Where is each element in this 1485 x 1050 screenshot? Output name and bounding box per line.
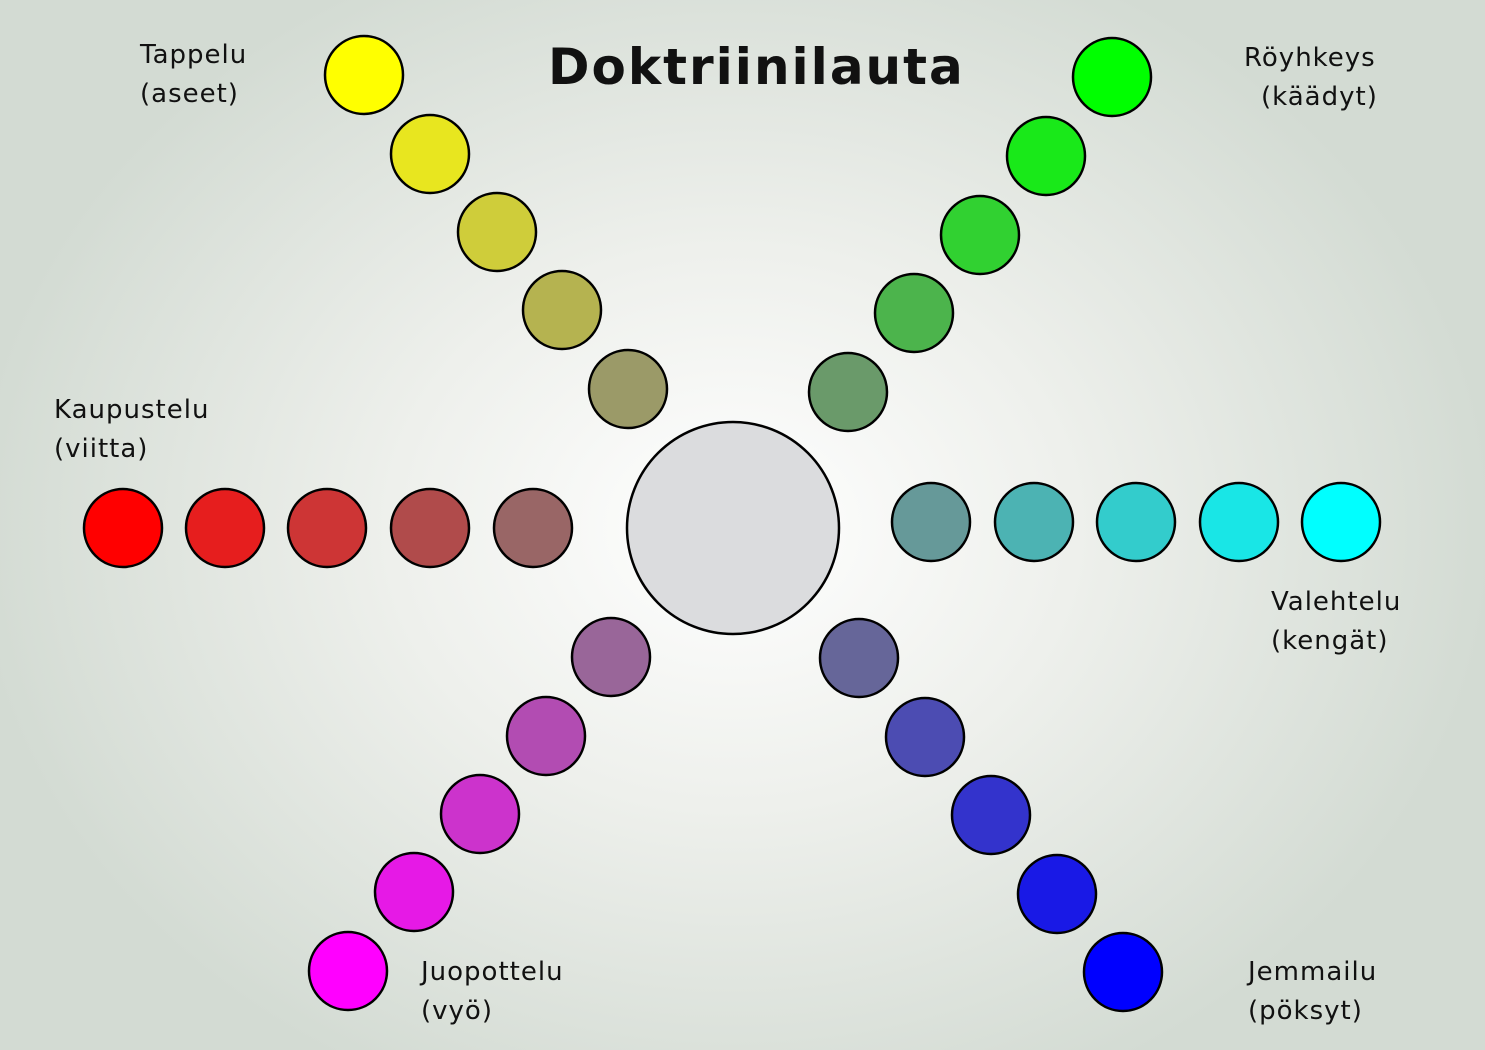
circle-tappelu-3[interactable]: [456, 191, 538, 273]
label-royhkeys-item: (käädyt): [1261, 82, 1378, 112]
circle-kaupustelu-1[interactable]: [492, 487, 574, 569]
circle-juopottelu-5[interactable]: [307, 930, 389, 1012]
label-tappelu-name: Tappelu: [140, 40, 248, 70]
label-juopottelu: Juopottelu (vyö): [421, 953, 564, 1031]
circle-jemmailu-3[interactable]: [950, 774, 1032, 856]
circle-valehtelu-3[interactable]: [1095, 481, 1177, 563]
circle-royhkeys-1[interactable]: [807, 351, 889, 433]
circle-juopottelu-4[interactable]: [373, 851, 455, 933]
circle-valehtelu-1[interactable]: [890, 481, 972, 563]
circle-juopottelu-2[interactable]: [505, 695, 587, 777]
circle-tappelu-2[interactable]: [521, 269, 603, 351]
center-circle[interactable]: [625, 420, 841, 636]
circle-juopottelu-3[interactable]: [439, 773, 521, 855]
board-title: Doktriinilauta: [548, 38, 965, 96]
circle-jemmailu-4[interactable]: [1016, 853, 1098, 935]
label-juopottelu-item: (vyö): [421, 996, 493, 1026]
label-jemmailu-item: (pöksyt): [1248, 996, 1363, 1026]
circle-royhkeys-3[interactable]: [939, 194, 1021, 276]
label-kaupustelu: Kaupustelu (viitta): [54, 391, 209, 469]
circle-tappelu-4[interactable]: [389, 113, 471, 195]
circle-royhkeys-2[interactable]: [873, 272, 955, 354]
label-juopottelu-name: Juopottelu: [421, 957, 564, 987]
label-jemmailu: Jemmailu (pöksyt): [1248, 953, 1377, 1031]
label-kaupustelu-name: Kaupustelu: [54, 395, 210, 425]
label-valehtelu: Valehtelu (kengät): [1271, 583, 1401, 661]
label-tappelu: Tappelu (aseet): [140, 36, 247, 114]
label-kaupustelu-item: (viitta): [54, 434, 149, 464]
label-jemmailu-name: Jemmailu: [1248, 957, 1378, 987]
circle-royhkeys-4[interactable]: [1005, 115, 1087, 197]
circle-valehtelu-2[interactable]: [993, 481, 1075, 563]
label-valehtelu-item: (kengät): [1271, 626, 1389, 656]
label-royhkeys: Röyhkeys (käädyt): [1244, 39, 1378, 117]
circle-tappelu-1[interactable]: [587, 348, 669, 430]
circle-royhkeys-5[interactable]: [1071, 36, 1153, 118]
label-royhkeys-name: Röyhkeys: [1244, 43, 1376, 73]
circle-kaupustelu-5[interactable]: [82, 487, 164, 569]
circle-kaupustelu-4[interactable]: [184, 487, 266, 569]
label-valehtelu-name: Valehtelu: [1271, 587, 1402, 617]
circle-valehtelu-4[interactable]: [1198, 481, 1280, 563]
circle-kaupustelu-2[interactable]: [389, 487, 471, 569]
circle-jemmailu-2[interactable]: [884, 696, 966, 778]
label-tappelu-item: (aseet): [140, 79, 239, 109]
circle-kaupustelu-3[interactable]: [286, 487, 368, 569]
circle-valehtelu-5[interactable]: [1300, 481, 1382, 563]
circle-juopottelu-1[interactable]: [570, 616, 652, 698]
circle-tappelu-5[interactable]: [323, 34, 405, 116]
circle-jemmailu-1[interactable]: [818, 617, 900, 699]
circle-jemmailu-5[interactable]: [1082, 931, 1164, 1013]
